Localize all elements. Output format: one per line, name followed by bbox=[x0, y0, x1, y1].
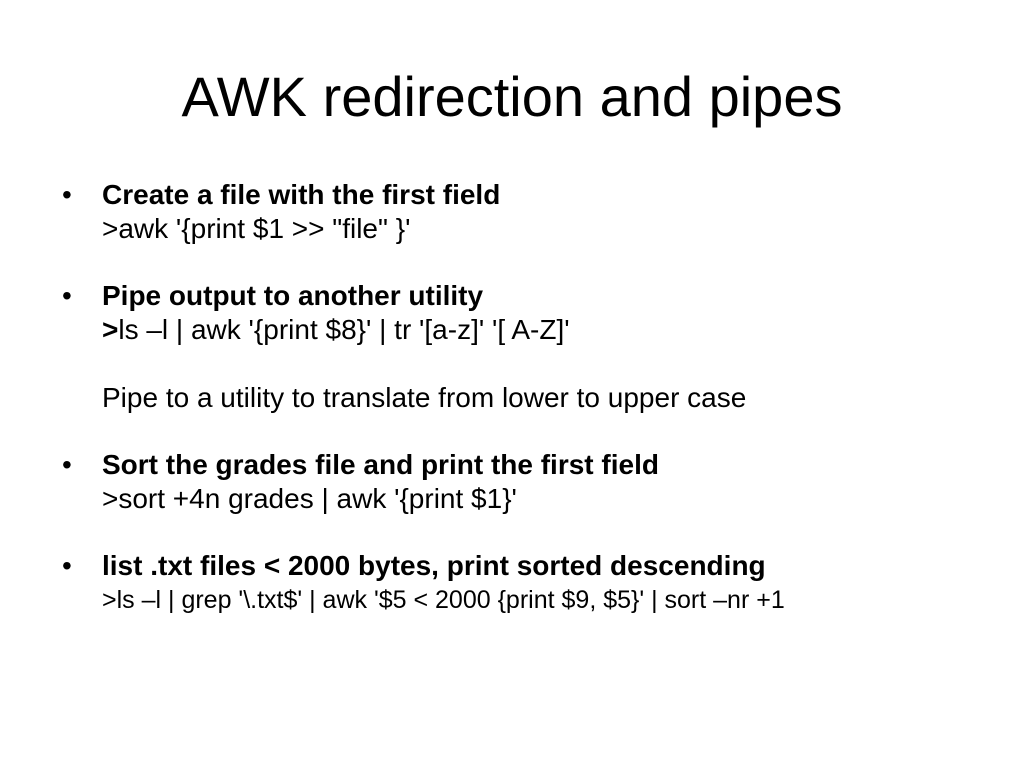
bullet-heading: Create a file with the first field bbox=[102, 179, 501, 210]
bullet-item-sort-grades: • Sort the grades file and print the fir… bbox=[62, 448, 1012, 516]
command-prompt: > bbox=[102, 314, 119, 345]
bullet-marker: • bbox=[62, 449, 72, 480]
bullet-command: >sort +4n grades | awk '{print $1}' bbox=[102, 483, 517, 514]
bullet-command: >awk '{print $1 >> "file" }' bbox=[102, 213, 411, 244]
bullet-list: • Create a file with the first field >aw… bbox=[62, 178, 1012, 650]
bullet-item-create-file: • Create a file with the first field >aw… bbox=[62, 178, 1012, 246]
bullet-heading: Pipe output to another utility bbox=[102, 280, 484, 311]
bullet-spacer bbox=[102, 347, 1012, 381]
bullet-item-list-txt-files: • list .txt files < 2000 bytes, print so… bbox=[62, 549, 1012, 617]
slide-title: AWK redirection and pipes bbox=[181, 65, 843, 128]
bullet-marker: • bbox=[62, 280, 72, 311]
bullet-marker: • bbox=[62, 550, 72, 581]
bullet-command: ls –l | awk '{print $8}' | tr '[a-z]' '[… bbox=[118, 314, 570, 345]
bullet-command: >ls –l | grep '\.txt$' | awk '$5 < 2000 … bbox=[102, 586, 785, 614]
bullet-command-line: >ls –l | awk '{print $8}' | tr '[a-z]' '… bbox=[102, 313, 1012, 347]
bullet-item-pipe-output: • Pipe output to another utility >ls –l … bbox=[62, 279, 1012, 415]
bullet-marker: • bbox=[62, 179, 72, 210]
bullet-heading: Sort the grades file and print the first… bbox=[102, 449, 659, 480]
bullet-note: Pipe to a utility to translate from lowe… bbox=[102, 382, 747, 413]
bullet-heading: list .txt files < 2000 bytes, print sort… bbox=[102, 550, 766, 581]
